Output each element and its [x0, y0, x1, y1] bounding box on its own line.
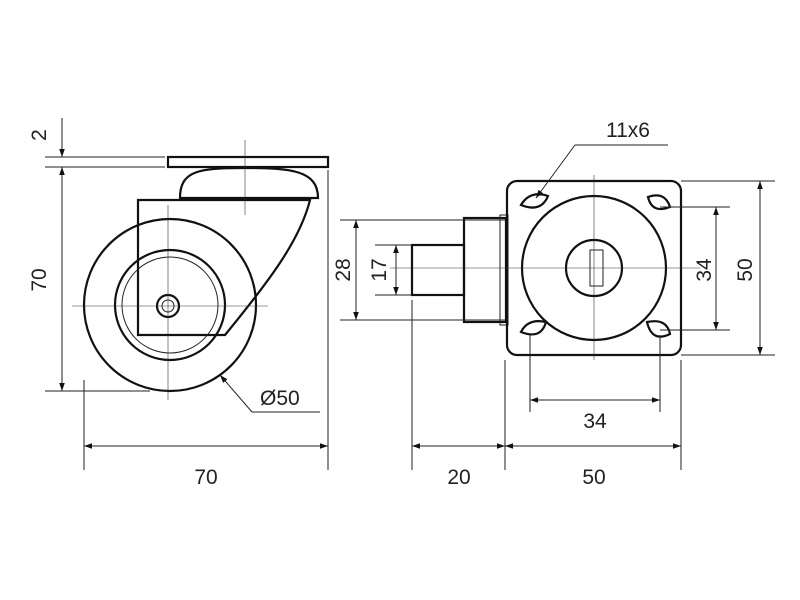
- dim-plate-height: 50: [734, 258, 757, 281]
- dim-offset: 20: [447, 466, 470, 489]
- wheel-hub: [113, 248, 227, 362]
- swivel-slot: [589, 249, 604, 287]
- spindle-stub: [410, 243, 466, 297]
- dim-plate-width: 50: [582, 466, 605, 489]
- dim-spindle-outer: 28: [332, 258, 355, 281]
- top-view: 11x6 28 17 34 50 34 20 50: [332, 119, 775, 489]
- wheel-outer: [82, 217, 258, 393]
- wheel-inner-ring: [121, 256, 219, 354]
- dim-hole-spacing-horizontal: 34: [583, 410, 607, 433]
- fork: [136, 198, 312, 337]
- dim-total-height: 70: [28, 268, 51, 291]
- dim-plate-thickness: 2: [28, 129, 51, 141]
- dim-slot: 11x6: [606, 119, 650, 142]
- side-view: 2 70 Ø50 70: [28, 118, 330, 489]
- dim-hole-spacing-vertical: 34: [693, 258, 716, 282]
- dim-total-width: 70: [194, 466, 217, 489]
- dim-wheel-diameter: Ø50: [260, 387, 300, 410]
- mounting-plate: [166, 155, 330, 169]
- dim-spindle-inner: 17: [368, 258, 391, 281]
- swivel-housing: [178, 166, 320, 200]
